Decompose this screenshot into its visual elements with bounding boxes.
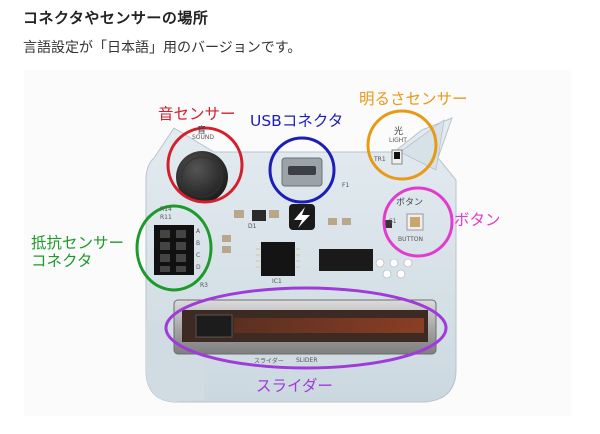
silk-r11: R11 — [160, 214, 172, 221]
silk-b: B — [196, 240, 201, 247]
description-text: 言語設定が「日本語」用のバージョンです。 — [23, 40, 302, 56]
silk-ic1: IC1 — [272, 278, 282, 285]
resistor-connector-label-2: コネクタ — [31, 252, 93, 270]
silk-tr1: TR1 — [374, 156, 386, 163]
sound-sensor-label: 音センサー — [158, 105, 236, 123]
sound-sensor-marker — [166, 126, 244, 204]
silk-r14: R14 — [160, 206, 172, 213]
slider-label: スライダー — [256, 377, 333, 395]
usb-connector-label: USBコネクタ — [250, 112, 344, 130]
silk-c: C — [196, 252, 201, 259]
silk-light-en: LIGHT — [389, 137, 407, 144]
light-sensor-marker — [366, 109, 438, 181]
silk-light-jp: 光 — [394, 127, 404, 137]
resistor-connector-marker — [135, 204, 213, 292]
silk-sound-en: SOUND — [192, 134, 215, 141]
board-figure: 音 SOUND 光 LIGHT TR1 ボタン BUTTON S1 F1 D1 … — [24, 70, 571, 416]
usb-connector-marker — [268, 136, 336, 204]
slider-marker — [164, 286, 448, 370]
board-illustration — [135, 109, 457, 403]
chip-ic1 — [261, 242, 295, 276]
button-label: ボタン — [454, 211, 501, 229]
silk-button-jp: ボタン — [396, 198, 424, 208]
silk-r3: R3 — [200, 282, 208, 289]
silk-slider-en: SLIDER — [296, 357, 318, 364]
section-heading: コネクタやセンサーの場所 — [23, 9, 209, 27]
silk-d: D — [196, 264, 201, 271]
silk-button-en: BUTTON — [398, 236, 423, 243]
resistor-connector-label-1: 抵抗センサー — [31, 234, 125, 252]
light-sensor-label: 明るさセンサー — [359, 90, 468, 108]
slider-track — [234, 318, 424, 333]
button-marker — [382, 186, 454, 258]
slider-knob — [195, 314, 233, 338]
silk-a: A — [196, 228, 201, 235]
silk-slider-jp: スライダー — [254, 358, 284, 365]
silk-s1: S1 — [389, 218, 397, 225]
silk-sound-jp: 音 — [197, 126, 207, 136]
silk-d1: D1 — [248, 223, 257, 230]
chip-right — [319, 249, 373, 271]
microphone — [176, 151, 228, 203]
silk-f1: F1 — [342, 182, 350, 189]
